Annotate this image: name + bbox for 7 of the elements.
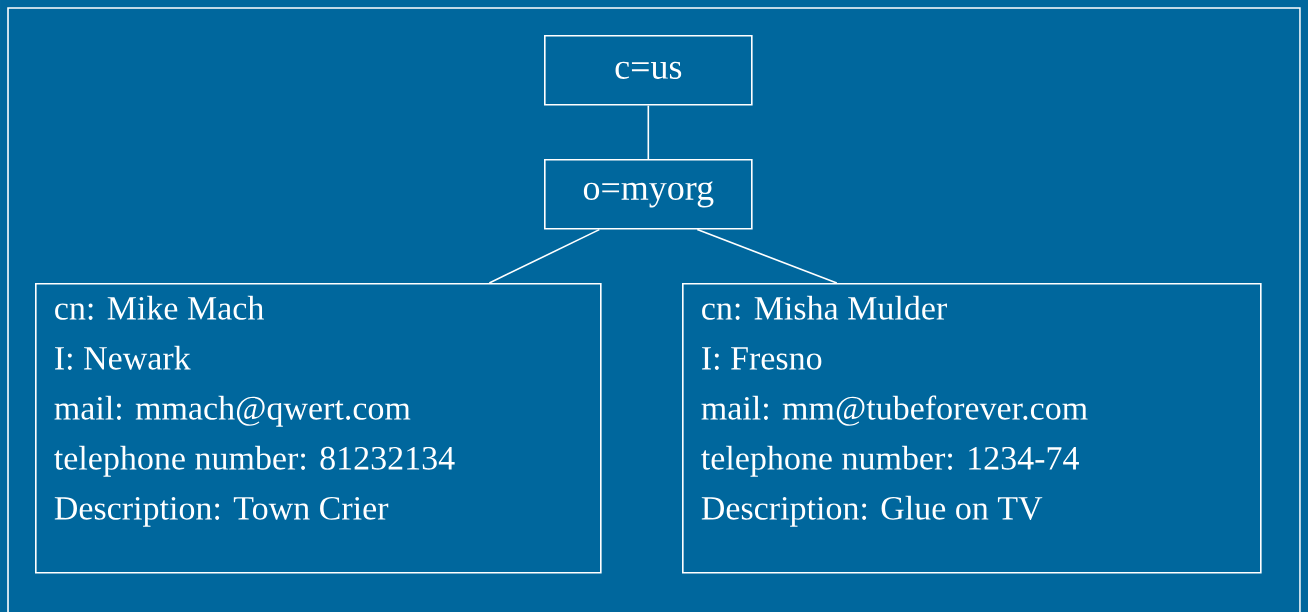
- node-box: c=us: [544, 35, 753, 106]
- node-box: o=myorg: [544, 159, 753, 230]
- entry-box: cn: Misha Mulder I: Fresno mail: mm@tubeforever.com telephone number: 1234-74 Description: Glue on TV: [682, 283, 1262, 574]
- connector-line: [488, 228, 601, 284]
- connector-line: [696, 228, 838, 284]
- connector-line: [647, 104, 650, 160]
- entry-box: cn: Mike Mach I: Newark mail: mmach@qwert.com telephone number: 81232134 Description: Town Crier: [35, 283, 602, 574]
